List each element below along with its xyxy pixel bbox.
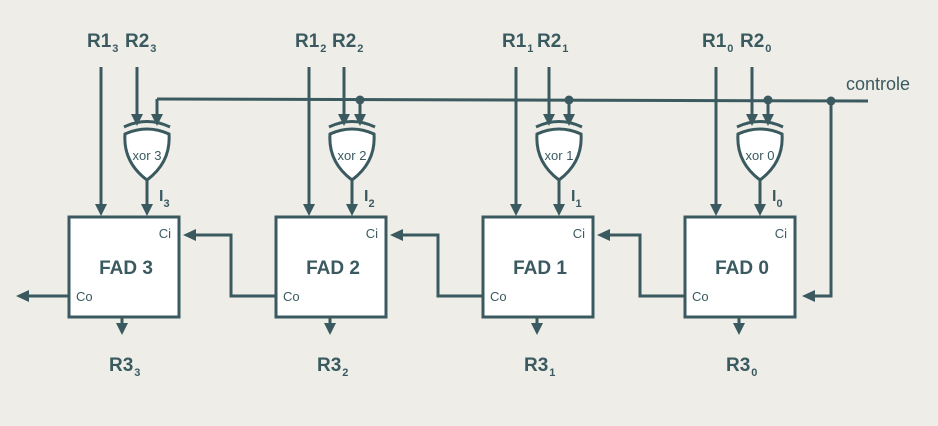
xor-gate-0: xor 0 xyxy=(736,120,784,182)
r2-label-3: R23 xyxy=(125,31,156,55)
r2-wire-2 xyxy=(338,67,350,126)
ci-label-1: Ci xyxy=(573,226,585,241)
xor-gate-1: xor 1 xyxy=(535,120,583,182)
fad-label-0: FAD 0 xyxy=(715,258,769,279)
fad-label-2: FAD 2 xyxy=(306,258,360,279)
carry-out-wire-1 xyxy=(390,229,483,298)
control-line xyxy=(156,96,869,302)
i-wire-3 xyxy=(141,180,153,216)
i-label-2: I2 xyxy=(364,188,375,210)
r2-wire-3 xyxy=(131,67,143,126)
i-wire-2 xyxy=(346,180,358,216)
r3-label-3: R33 xyxy=(109,355,140,379)
i-wire-1 xyxy=(553,180,565,216)
ci-label-3: Ci xyxy=(159,226,171,241)
r3-wire-2 xyxy=(324,317,336,335)
r1-wire-1 xyxy=(510,67,522,216)
r3-wire-0 xyxy=(733,317,745,335)
r3-label-0: R30 xyxy=(726,355,757,379)
r2-wire-1 xyxy=(543,67,555,126)
r1-label-0: R10 xyxy=(702,31,733,55)
co-label-1: Co xyxy=(490,289,507,304)
carry-out-wire-2 xyxy=(183,229,276,298)
r3-wire-3 xyxy=(116,317,128,335)
r2-wire-0 xyxy=(746,67,758,126)
ci-label-2: Ci xyxy=(366,226,378,241)
fad-label-1: FAD 1 xyxy=(513,258,567,279)
i-label-1: I1 xyxy=(571,188,582,210)
r2-label-0: R20 xyxy=(740,31,771,55)
xor-label-2: xor 2 xyxy=(338,148,367,163)
co-label-3: Co xyxy=(76,289,93,304)
control-tap-3 xyxy=(151,99,163,126)
co-label-0: Co xyxy=(692,289,709,304)
xor-gate-2: xor 2 xyxy=(328,120,376,182)
r1-label-1: R11 xyxy=(502,31,533,55)
carry-out-wire-0 xyxy=(597,229,685,298)
r2-label-2: R22 xyxy=(332,31,363,55)
r1-label-2: R12 xyxy=(295,31,326,55)
r1-label-3: R13 xyxy=(87,31,118,55)
carry-out-wire-3 xyxy=(16,290,69,302)
r3-label-1: R31 xyxy=(524,355,555,379)
xor-gate-3: xor 3 xyxy=(123,120,171,182)
xor-label-1: xor 1 xyxy=(545,148,574,163)
xor-label-0: xor 0 xyxy=(746,148,775,163)
r1-wire-2 xyxy=(303,67,315,216)
fad-label-3: FAD 3 xyxy=(99,258,153,279)
co-label-2: Co xyxy=(283,289,300,304)
i-wire-0 xyxy=(754,180,766,216)
r1-wire-0 xyxy=(710,67,722,216)
xor-label-3: xor 3 xyxy=(133,148,162,163)
control-tap-2 xyxy=(354,95,366,126)
ci-label-0: Ci xyxy=(775,226,787,241)
control-label: controle xyxy=(846,74,910,94)
i-label-3: I3 xyxy=(159,188,170,210)
control-tap-0 xyxy=(762,95,774,126)
r3-wire-1 xyxy=(531,317,543,335)
r1-wire-3 xyxy=(95,67,107,216)
i-label-0: I0 xyxy=(772,188,783,210)
control-tap-1 xyxy=(563,95,575,126)
r2-label-1: R21 xyxy=(537,31,568,55)
r3-label-2: R32 xyxy=(317,355,348,379)
